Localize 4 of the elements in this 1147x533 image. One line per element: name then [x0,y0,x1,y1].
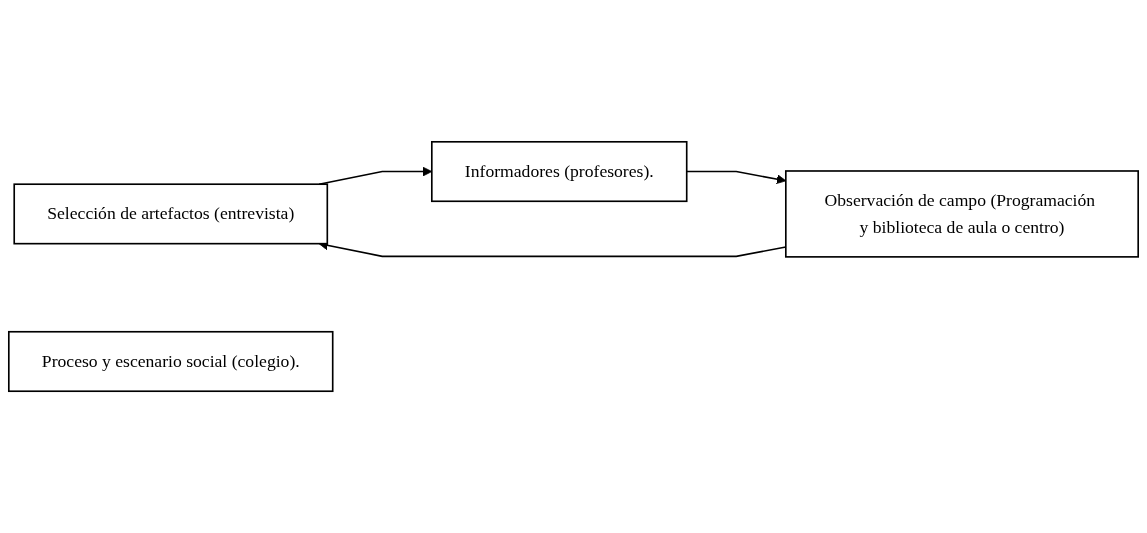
node-box: Observación de campo (Programación y biblioteca de aula o centro) [785,170,1139,258]
node-box: Informadores (profesores). [431,140,688,203]
node-box: Selección de artefactos (entrevista) [13,183,329,245]
node-box: Proceso y escenario social (colegio). [8,330,334,393]
